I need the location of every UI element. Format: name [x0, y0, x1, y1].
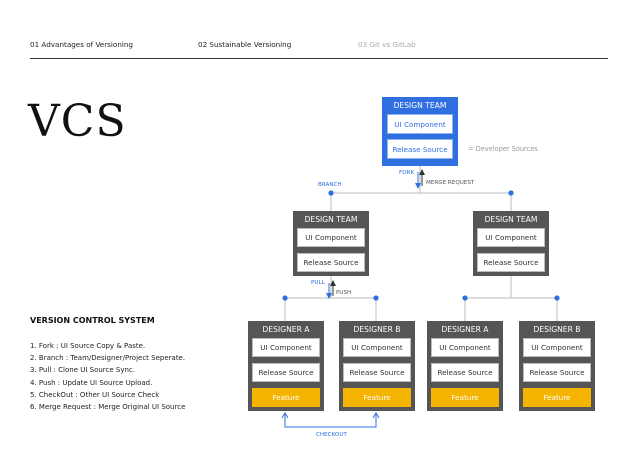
- release-source-cell: Release Source: [343, 363, 411, 382]
- design-team-box-left: DESIGN TEAM UI Component Release Source: [293, 211, 369, 276]
- fork-label: FORK: [399, 170, 415, 176]
- designer-b-box-right: DESIGNER B UI Component Release Source F…: [519, 321, 595, 411]
- feature-cell: Feature: [252, 388, 320, 407]
- release-source-cell: Release Source: [387, 139, 453, 159]
- ui-component-cell: UI Component: [387, 114, 453, 134]
- feature-cell: Feature: [343, 388, 411, 407]
- ui-component-cell: UI Component: [297, 228, 365, 247]
- nav-item-git-vs-gitlab[interactable]: 03 Git vs GitLab: [358, 40, 416, 49]
- ui-component-cell: UI Component: [431, 338, 499, 357]
- checkout-label: CHECKOUT: [316, 432, 347, 438]
- nav-item-advantages[interactable]: 01 Advantages of Versioning: [30, 40, 133, 49]
- branch-node-left: [328, 190, 334, 196]
- legend-item-branch: 2. Branch : Team/Designer/Project Sepera…: [30, 354, 186, 363]
- ui-component-cell: UI Component: [343, 338, 411, 357]
- branch-label: BRANCH: [318, 182, 342, 188]
- release-source-cell: Release Source: [431, 363, 499, 382]
- push-label: PUSH: [336, 290, 352, 296]
- feature-cell: Feature: [523, 388, 591, 407]
- pull-label: PULL: [311, 280, 325, 286]
- header-divider: [30, 58, 608, 59]
- box-title: DESIGNER B: [533, 325, 581, 334]
- branch-node-right: [508, 190, 514, 196]
- box-title: DESIGNER A: [262, 325, 310, 334]
- box-title: DESIGNER A: [441, 325, 489, 334]
- legend-list: 1. Fork : UI Source Copy & Paste. 2. Bra…: [30, 340, 185, 413]
- legend-item-push: 4. Push : Update UI Source Upload.: [30, 378, 153, 387]
- legend-item-fork: 1. Fork : UI Source Copy & Paste.: [30, 342, 146, 350]
- designer-a-box-left: DESIGNER A UI Component Release Source F…: [248, 321, 324, 411]
- design-team-main-box: DESIGN TEAM UI Component Release Source: [382, 97, 458, 166]
- page-title: VCS: [28, 96, 127, 147]
- designer-b-box-left: DESIGNER B UI Component Release Source F…: [339, 321, 415, 411]
- box-title: DESIGN TEAM: [484, 215, 538, 224]
- feature-cell: Feature: [431, 388, 499, 407]
- nav-item-sustainable[interactable]: 02 Sustainable Versioning: [198, 40, 292, 49]
- ui-component-cell: UI Component: [252, 338, 320, 357]
- release-source-cell: Release Source: [297, 253, 365, 272]
- release-source-cell: Release Source: [523, 363, 591, 382]
- box-title: DESIGN TEAM: [393, 101, 447, 110]
- legend-item-pull: 3. Pull : Clone UI Source Sync.: [30, 366, 135, 375]
- legend-item-merge-request: 6. Merge Request : Merge Original UI Sou…: [30, 403, 186, 412]
- merge-request-label: MERGE REQUEST: [426, 180, 475, 186]
- ui-component-cell: UI Component: [523, 338, 591, 357]
- ui-component-cell: UI Component: [477, 228, 545, 247]
- designer-a-box-right: DESIGNER A UI Component Release Source F…: [427, 321, 503, 411]
- legend-item-checkout: 5. CheckOut : Other UI Source Check: [30, 390, 160, 399]
- design-team-box-right: DESIGN TEAM UI Component Release Source: [473, 211, 549, 276]
- section-subtitle: VERSION CONTROL SYSTEM: [30, 316, 155, 325]
- release-source-cell: Release Source: [477, 253, 545, 272]
- release-source-cell: Release Source: [252, 363, 320, 382]
- developer-sources-note: = Developer Sources: [468, 145, 538, 153]
- box-title: DESIGN TEAM: [304, 215, 358, 224]
- box-title: DESIGNER B: [353, 325, 401, 334]
